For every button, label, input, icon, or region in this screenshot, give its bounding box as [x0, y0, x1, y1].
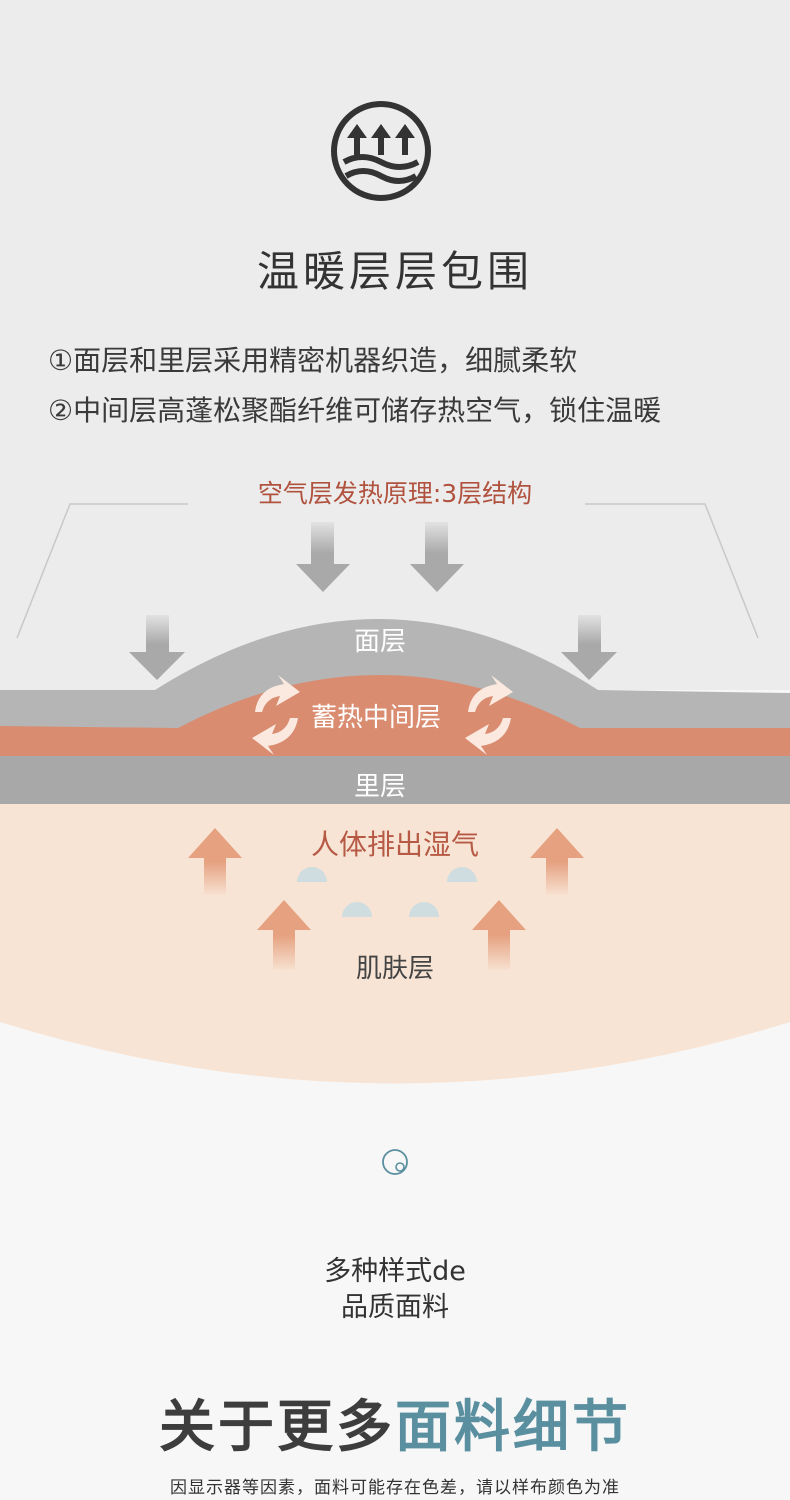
fabric-details-headline: 关于更多面料细节 [0, 1382, 790, 1463]
cycle-arrows [252, 675, 513, 755]
color-disclaimer: 因显示器等因素，面料可能存在色差，请以样布颜色为准 [170, 1478, 620, 1498]
lining-layer-label: 里层 [353, 772, 406, 802]
moisture-drops [297, 867, 477, 917]
loading-circle-icon [382, 1149, 408, 1175]
fabric-styles-line: 品质面料 [341, 1292, 449, 1323]
skin-layer-label: 肌肤层 [355, 954, 434, 984]
face-layer [0, 619, 790, 728]
lining-layer [0, 756, 790, 804]
feature-item: ②中间层高蓬松聚酯纤维可储存热空气，锁住温暖 [48, 394, 662, 427]
middle-layer-label: 蓄热中间层 [310, 703, 441, 733]
bracket-lines [16, 503, 759, 639]
section-title: 温暖层层包围 [256, 247, 533, 296]
heat-rising-icon [331, 101, 431, 201]
feature-list: ①面层和里层采用精密机器织造，细腻柔软 ②中间层高蓬松聚酯纤维可储存热空气，锁住… [48, 336, 661, 436]
skin-area [0, 804, 790, 1084]
fabric-styles-text: 多种样式de 品质面料 [0, 1254, 790, 1326]
middle-layer [0, 655, 790, 756]
headline-part-dark: 关于更多 [159, 1395, 395, 1460]
moisture-label: 人体排出湿气 [310, 828, 479, 861]
hero-background [0, 0, 790, 690]
diagram-title: 空气层发热原理:3层结构 [257, 479, 533, 508]
down-arrows [129, 522, 617, 680]
fabric-styles-line: 多种样式de [324, 1256, 466, 1287]
up-arrows [188, 828, 584, 970]
layer-diagram [0, 503, 790, 1084]
face-layer-label: 面层 [353, 627, 406, 657]
feature-item: ①面层和里层采用精密机器织造，细腻柔软 [48, 344, 578, 377]
headline-part-accent: 面料细节 [395, 1395, 631, 1460]
